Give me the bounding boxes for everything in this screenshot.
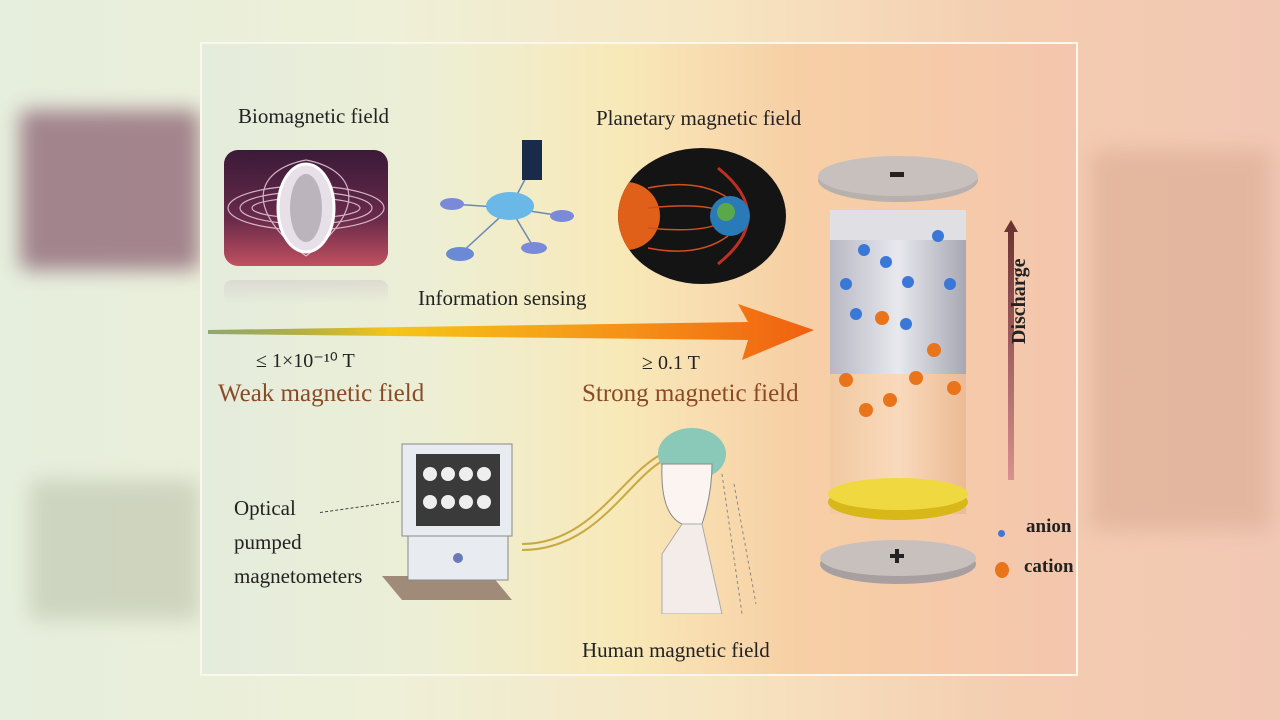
weak-field-label: Weak magnetic field xyxy=(218,380,425,407)
biomagnetic-reflection xyxy=(224,280,388,304)
strong-field-label: Strong magnetic field xyxy=(582,380,799,407)
biomagnetic-image xyxy=(224,150,388,266)
diagram-panel: Biomagnetic field xyxy=(200,42,1078,676)
discharge-label: Discharge xyxy=(1008,258,1030,344)
biomagnetic-label: Biomagnetic field xyxy=(238,104,390,128)
strong-threshold: ≥ 0.1 T xyxy=(642,352,700,374)
field-strength-arrow xyxy=(208,300,818,364)
legend-cation-label: cation xyxy=(1024,556,1074,577)
background-blur-right xyxy=(1090,150,1270,530)
background-blur-left xyxy=(20,110,200,270)
network-icon xyxy=(430,136,580,266)
legend-anion-label: anion xyxy=(1026,516,1072,537)
weak-threshold: ≤ 1×10⁻¹⁰ T xyxy=(256,350,355,372)
opm-label-line1: Optical xyxy=(234,496,296,520)
information-sensing-label: Information sensing xyxy=(418,286,587,310)
opm-label-line2: pumped xyxy=(234,530,302,554)
legend-anion-swatch xyxy=(998,530,1005,537)
background-blur-left-2 xyxy=(30,480,200,620)
opm-label-line3: magnetometers xyxy=(234,564,363,588)
computer-icon xyxy=(382,440,522,606)
human-field-label: Human magnetic field xyxy=(582,638,770,662)
planetary-image xyxy=(618,148,786,284)
human-head-illustration xyxy=(512,414,772,615)
battery-illustration xyxy=(816,154,980,594)
legend-cation-swatch xyxy=(995,562,1009,578)
discharge-arrow xyxy=(1004,220,1018,480)
planetary-label: Planetary magnetic field xyxy=(596,106,802,130)
